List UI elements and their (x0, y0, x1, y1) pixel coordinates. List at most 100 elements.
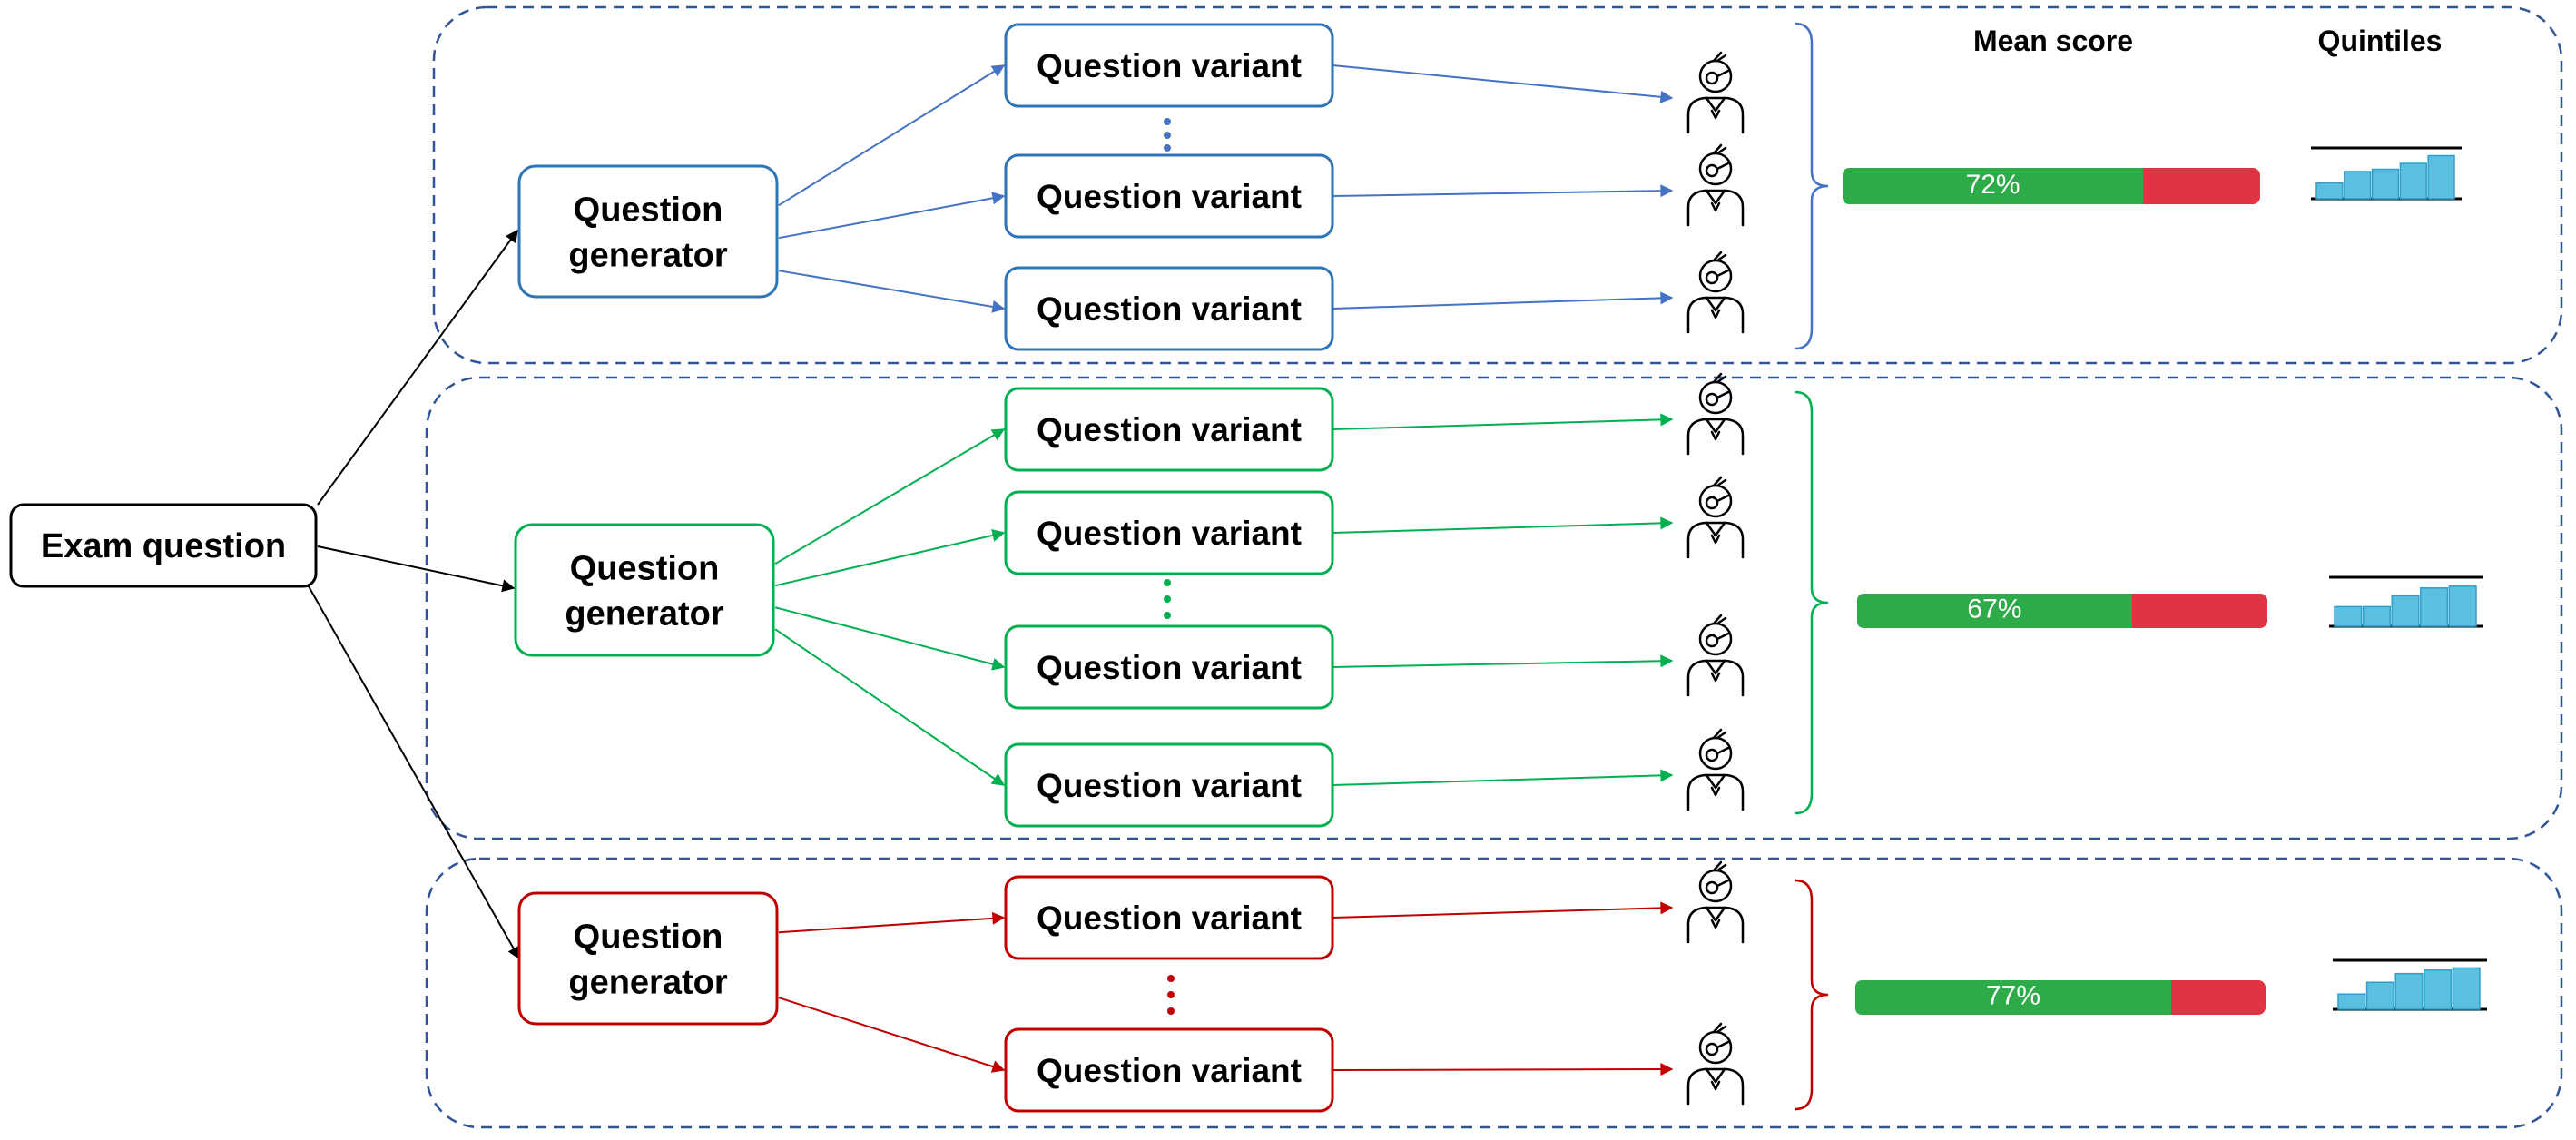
generator-to-variant-arrow (774, 628, 1006, 786)
mean-score-label: 72% (1966, 170, 2020, 200)
mean-score-label: 67% (1967, 595, 2021, 624)
generator-label: Question (574, 918, 723, 956)
student-icon (1686, 476, 1745, 559)
variant-to-student-arrow (1332, 291, 1674, 310)
generator-to-variant-arrow (778, 64, 1006, 207)
variant-label: Question variant (1037, 178, 1302, 215)
quintile-bar (2362, 605, 2391, 627)
question-generator-blue: Question generator (517, 164, 779, 299)
generator-label: Question (574, 191, 723, 229)
student-icon (1686, 143, 1745, 227)
ellipsis-dot (1164, 595, 1171, 603)
variant-to-student-arrow (1332, 654, 1674, 668)
quintile-bar (2399, 162, 2427, 200)
variant-box (1004, 742, 1334, 828)
question-variant-green: Question variant (1004, 387, 1334, 472)
variant-box (1004, 624, 1334, 710)
question-variant-green: Question variant (1004, 624, 1334, 710)
generator-to-variant-arrow (774, 529, 1006, 587)
quintile-bar (2424, 969, 2453, 1010)
student-icon (1686, 728, 1745, 811)
quintile-bar (2448, 585, 2477, 627)
mean-score-pass-segment (1857, 594, 2132, 628)
group-frame-green (425, 376, 2563, 840)
exam-question-label: Exam question (41, 527, 286, 565)
quintile-bar (2371, 168, 2400, 200)
variant-box (1004, 490, 1334, 575)
ellipsis-dot (1164, 579, 1171, 586)
quintile-histogram (2333, 958, 2487, 1011)
variant-to-student-arrow (1332, 64, 1674, 103)
quintile-bar (2391, 595, 2420, 627)
ellipsis-dot (1164, 612, 1171, 619)
question-variant-blue: Question variant (1004, 23, 1334, 108)
variant-label: Question variant (1037, 411, 1302, 448)
mean-score-bar: 67% (1857, 594, 2267, 628)
quintile-bar (2315, 182, 2344, 200)
ellipsis-dot (1167, 991, 1175, 998)
question-generator-green: Question generator (514, 523, 775, 657)
quintiles-header: Quintiles (2318, 25, 2443, 57)
generator-box (514, 523, 775, 657)
quintile-bar (2420, 587, 2449, 627)
student-icon (1686, 372, 1745, 456)
variant-label: Question variant (1037, 515, 1302, 552)
variant-to-student-arrow (1332, 184, 1674, 198)
question-variant-red: Question variant (1004, 875, 1334, 960)
question-variant-blue: Question variant (1004, 266, 1334, 351)
variant-label: Question variant (1037, 290, 1302, 328)
generator-to-variant-arrow (778, 911, 1006, 934)
variant-box (1004, 1027, 1334, 1113)
generator-label: generator (565, 595, 723, 633)
variant-to-student-arrow (1332, 516, 1674, 534)
variant-label: Question variant (1037, 899, 1302, 937)
ellipsis-dot (1167, 975, 1175, 982)
variant-box (1004, 23, 1334, 108)
generator-label: generator (568, 963, 727, 1001)
exam-question-box (9, 503, 318, 588)
root-to-generator-arrow (308, 585, 520, 960)
question-variant-green: Question variant (1004, 490, 1334, 575)
student-icon (1686, 51, 1745, 134)
variant-label: Question variant (1037, 47, 1302, 84)
question-generator-red: Question generator (517, 891, 779, 1026)
quintile-bar (2334, 605, 2363, 627)
quintile-bar (2365, 981, 2394, 1010)
quintile-bar (2452, 967, 2481, 1010)
quintile-bar (2337, 993, 2366, 1010)
variant-box (1004, 387, 1334, 472)
question-variant-blue: Question variant (1004, 153, 1334, 239)
mean-score-header: Mean score (1973, 25, 2133, 57)
mean-score-label: 77% (1986, 981, 2040, 1011)
generator-to-variant-arrow (774, 428, 1006, 565)
ellipsis-dot (1164, 144, 1171, 152)
group-brace (1794, 390, 1829, 815)
generator-label: Question (570, 549, 720, 587)
variant-box (1004, 266, 1334, 351)
quintile-bar (2394, 972, 2424, 1010)
ellipsis-dot (1167, 1007, 1175, 1015)
student-icon (1686, 1022, 1745, 1106)
student-icon (1686, 251, 1745, 334)
variant-to-student-arrow (1332, 1063, 1674, 1076)
question-variant-red: Question variant (1004, 1027, 1334, 1113)
question-variant-green: Question variant (1004, 742, 1334, 828)
variant-label: Question variant (1037, 649, 1302, 686)
variant-box (1004, 875, 1334, 960)
mean-score-bar: 77% (1855, 980, 2266, 1015)
variant-label: Question variant (1037, 1052, 1302, 1089)
ellipsis-dot (1164, 132, 1171, 139)
mean-score-pass-segment (1843, 168, 2144, 204)
student-icon (1686, 860, 1745, 944)
quintile-histogram (2329, 575, 2483, 628)
generator-label: generator (568, 236, 727, 274)
exam-question-node: Exam question (9, 503, 318, 588)
generator-to-variant-arrow (774, 606, 1006, 671)
group-brace (1794, 879, 1829, 1111)
generator-box (517, 891, 779, 1026)
variant-to-student-arrow (1332, 413, 1674, 430)
quintile-bar (2427, 154, 2455, 200)
student-icon (1686, 614, 1745, 697)
quintile-bar (2344, 171, 2372, 200)
